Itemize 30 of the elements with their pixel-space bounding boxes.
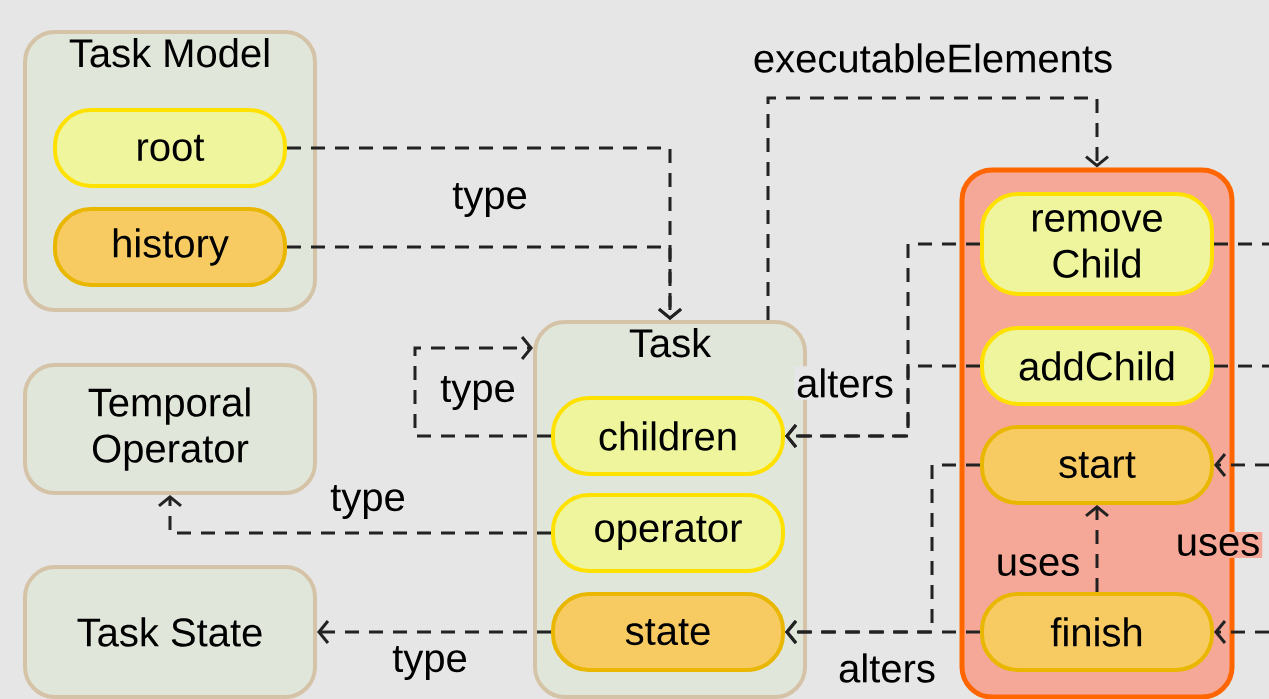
field-pill: children bbox=[551, 396, 785, 476]
arrow bbox=[413, 336, 551, 438]
container-box: Task State bbox=[23, 565, 317, 699]
field-pill: addChild bbox=[980, 326, 1214, 406]
arrow bbox=[158, 495, 551, 535]
field-pill: start bbox=[980, 425, 1214, 505]
edge-label: type bbox=[328, 482, 408, 522]
edge-label: alters bbox=[794, 366, 896, 400]
arrow bbox=[1085, 505, 1109, 592]
edge-label: executableElements bbox=[750, 41, 1116, 75]
edge-label: type bbox=[390, 643, 470, 683]
arrow bbox=[287, 245, 682, 320]
arrow bbox=[785, 364, 980, 448]
edge-label: type bbox=[438, 373, 518, 413]
arrow bbox=[1214, 620, 1269, 644]
arrow bbox=[785, 620, 980, 644]
edge-label: type bbox=[450, 180, 530, 220]
edge-label: uses bbox=[1173, 532, 1263, 558]
arrow bbox=[1214, 453, 1269, 477]
field-pill: state bbox=[551, 592, 785, 672]
edge-label: uses bbox=[993, 552, 1083, 578]
edge-label: alters bbox=[836, 651, 938, 685]
arrow bbox=[317, 620, 551, 644]
container-box: Temporal Operator bbox=[23, 363, 317, 495]
field-pill: history bbox=[53, 207, 287, 287]
arrow bbox=[766, 96, 1109, 320]
field-pill: root bbox=[53, 108, 287, 188]
field-pill: remove Child bbox=[980, 192, 1214, 296]
field-pill: operator bbox=[551, 493, 785, 573]
field-pill: finish bbox=[980, 592, 1214, 672]
